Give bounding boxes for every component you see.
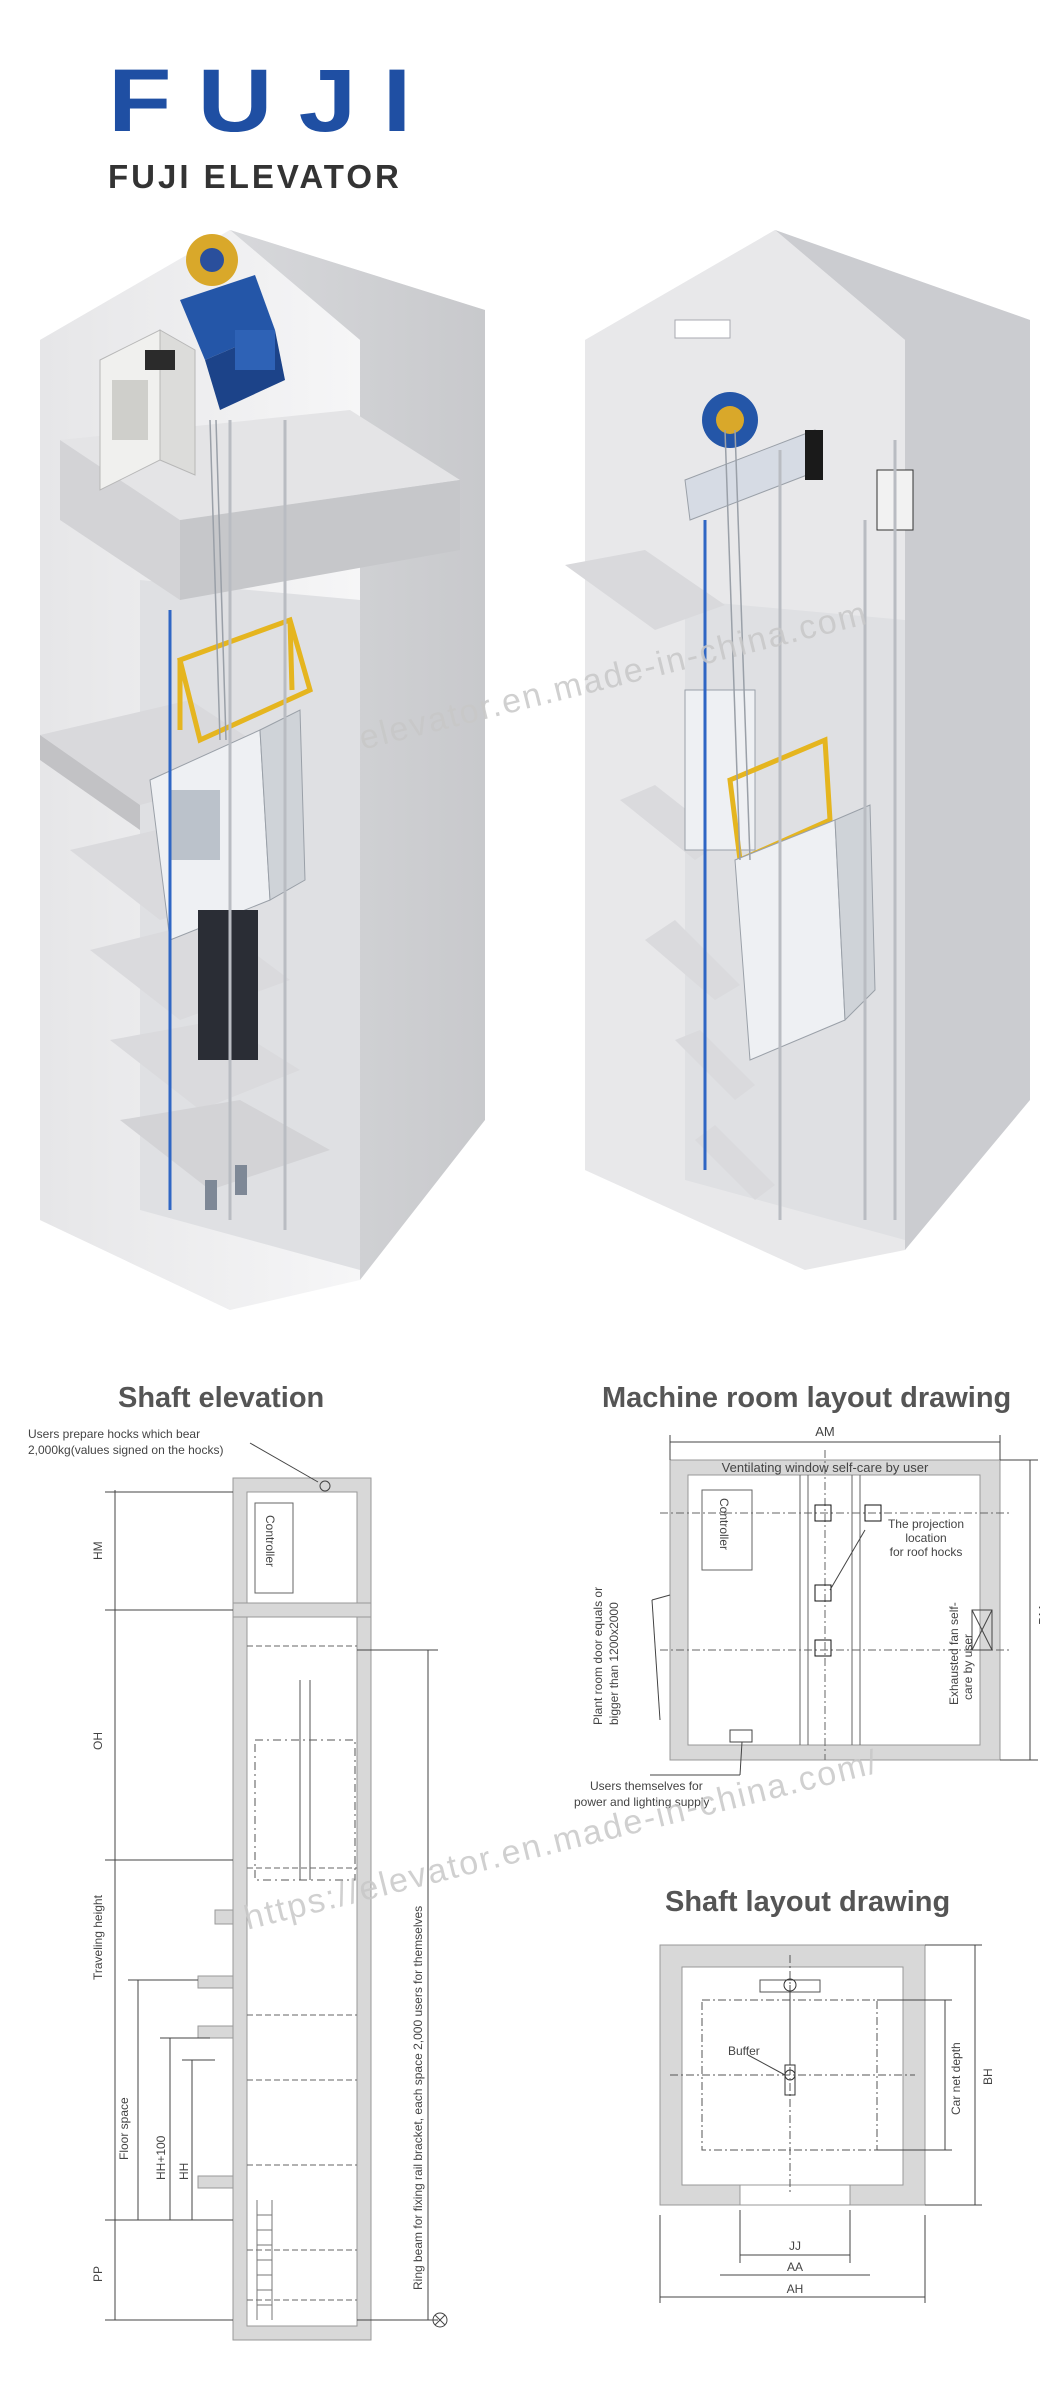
door-note-line2: bigger than 1200x2000 (607, 1602, 621, 1725)
fan-note-line1: Exhausted fan self- (947, 1602, 961, 1705)
dim-traveling-height: Traveling height (91, 1894, 105, 1980)
dim-hh-100: HH+100 (154, 2135, 168, 2180)
logo-wordmark: FUJI (108, 50, 438, 151)
shaft-elevation-drawing: Users prepare hocks which bear 2,000kg(v… (28, 1427, 448, 2341)
jj-label: JJ (789, 2239, 801, 2253)
hocks-note-line2: 2,000kg(values signed on the hocks) (28, 1443, 223, 1457)
vent-note: Ventilating window self-care by user (722, 1460, 929, 1475)
elevator-render-mrl (565, 230, 1030, 1270)
fuji-logo: FUJI FUJI ELEVATOR (108, 56, 437, 196)
bh-label: BH (981, 2068, 995, 2085)
door-note-line1: Plant room door equals or (591, 1587, 605, 1725)
machine-room-drawing: AM Ventilating window self-care by user … (574, 1424, 1040, 1809)
shaft-elevation-title: Shaft elevation (118, 1382, 325, 1414)
bm-label: BM (1036, 1606, 1040, 1626)
dim-pp: PP (91, 2266, 105, 2282)
ring-beam-note: Ring beam for fixing rail bracket, each … (411, 1906, 425, 2290)
ah-label: AH (787, 2282, 804, 2296)
projection-line1: The projection (888, 1517, 964, 1531)
projection-line2: location (905, 1531, 946, 1545)
shaft-layout-drawing: Buffer Car net depth BH JJ AA AH (659, 1944, 995, 2303)
controller-label: Controller (263, 1515, 277, 1567)
dim-oh: OH (91, 1732, 105, 1750)
machine-room-title: Machine room layout drawing (602, 1382, 1012, 1414)
power-note-line2: power and lighting supply (574, 1795, 709, 1809)
buffer-label: Buffer (728, 2044, 760, 2058)
dim-floor-space: Floor space (117, 2097, 131, 2160)
hocks-note-line1: Users prepare hocks which bear (28, 1427, 200, 1441)
elevator-render-machine-room (40, 230, 485, 1310)
fan-note-line2: care by user (961, 1634, 975, 1700)
logo-subtitle: FUJI ELEVATOR (108, 158, 402, 195)
controller-label: Controller (717, 1498, 731, 1550)
aa-label: AA (787, 2260, 803, 2274)
power-note-line1: Users themselves for (590, 1779, 703, 1793)
dim-hh: HH (177, 2163, 191, 2180)
am-label: AM (815, 1424, 835, 1439)
dim-hm: HM (91, 1541, 105, 1560)
shaft-layout-title: Shaft layout drawing (665, 1886, 951, 1918)
car-depth-label: Car net depth (949, 2042, 963, 2115)
projection-line3: for roof hocks (890, 1545, 963, 1559)
